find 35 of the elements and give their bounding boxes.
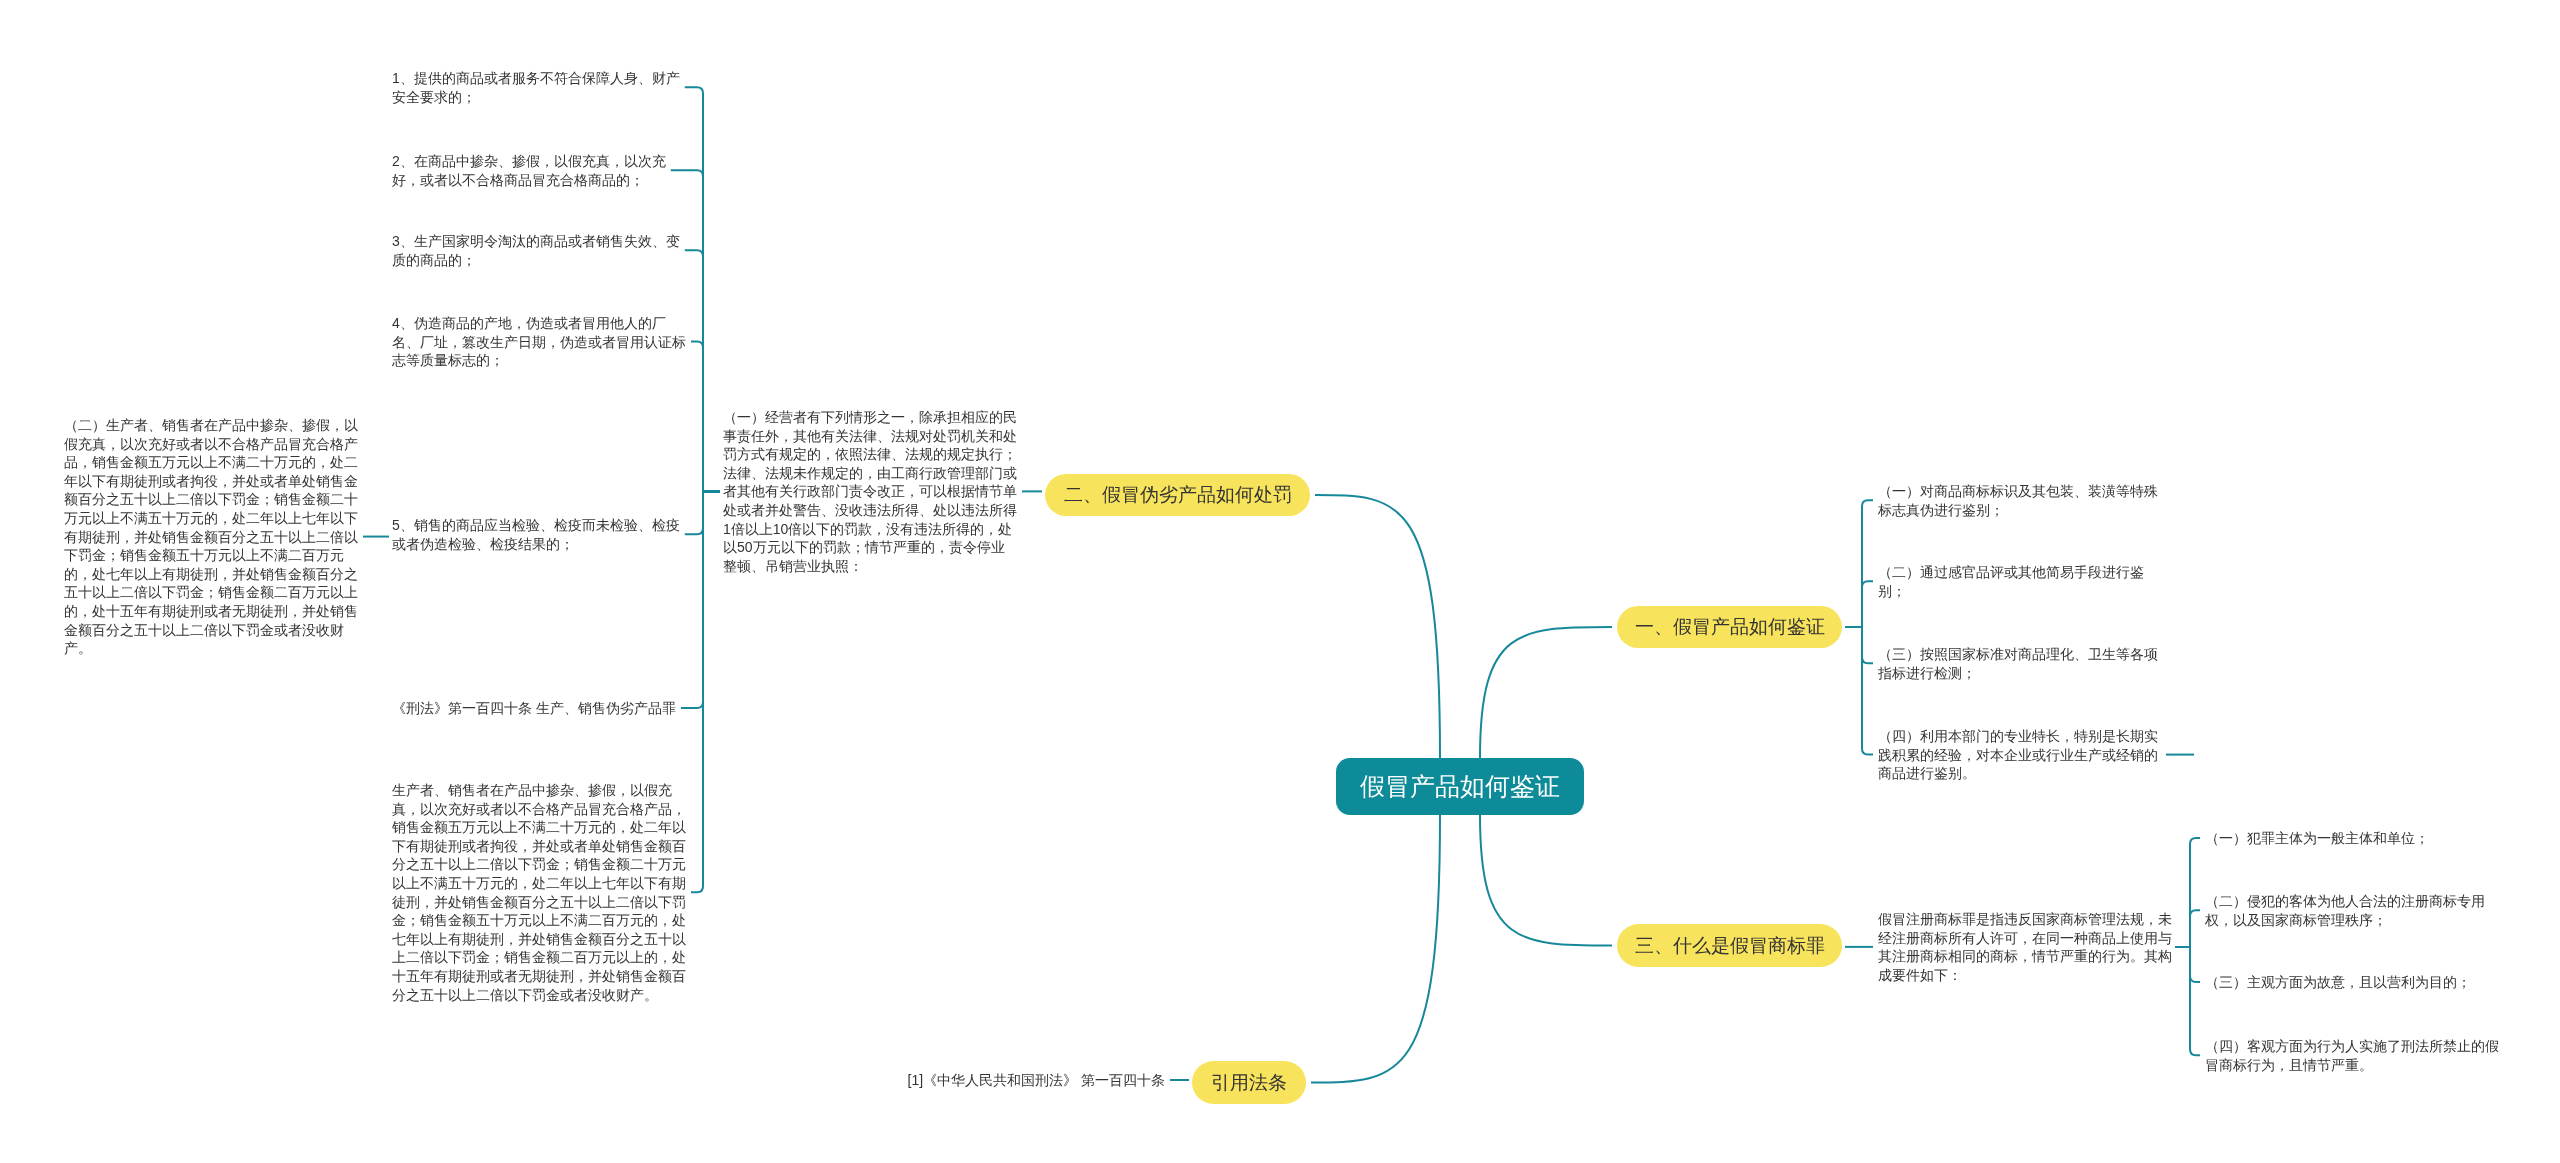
leaf-text: 《刑法》第一百四十条 生产、销售伪劣产品罪 xyxy=(392,699,688,718)
connector-line xyxy=(1314,494,1441,759)
leaf-text: 2、在商品中掺杂、掺假，以假充真，以次充好，或者以不合格商品冒充合格商品的； xyxy=(392,152,688,190)
leaf-text: 假冒注册商标罪是指违反国家商标管理法规，未经注册商标所有人许可，在同一种商品上使用与其注册商标相同的商标，情节严重的行为。其构成要件如下： xyxy=(1878,910,2174,985)
leaf-text: （三）按照国家标准对商品理化、卫生等各项指标进行检测； xyxy=(1878,645,2170,683)
leaf-text: （二）侵犯的客体为他人合法的注册商标专用权，以及国家商标管理秩序； xyxy=(2205,892,2505,930)
leaf-text: 3、生产国家明令淘汰的商品或者销售失效、变质的商品的； xyxy=(392,232,688,270)
leaf-text: （一）经营者有下列情形之一，除承担相应的民事责任外，其他有关法律、法规对处罚机关和处罚方式有规定的，依照法律、法规的规定执行；法律、法规未作规定的，由工商行政管理部门或者其他有关行政部门责令改正，可以根据情节单处或者并处警告、没收违法所得、处以违法所得1倍以上10倍以下的罚款，没有违法所得的，处以50万元以下的罚款；情节严重的，责令停业整顿、吊销营业执照： xyxy=(723,408,1017,576)
leaf-text: （四）利用本部门的专业特长，特别是长期实践积累的经验，对本企业或行业生产或经销的商品进行鉴别。 xyxy=(1878,727,2170,783)
leaf-text: 1、提供的商品或者服务不符合保障人身、财产安全要求的； xyxy=(392,69,688,107)
leaf-text: [1]《中华人民共和国刑法》 第一百四十条 xyxy=(880,1071,1165,1090)
connector-line xyxy=(690,490,721,894)
leaf-text: （一）犯罪主体为一般主体和单位； xyxy=(2205,829,2505,848)
connector-line xyxy=(1844,626,1874,756)
leaf-text: （二）通过感官品评或其他简易手段进行鉴别； xyxy=(1878,563,2170,601)
branch-topic-pill: 三、什么是假冒商标罪 xyxy=(1617,924,1842,967)
connector-line xyxy=(1479,814,1613,947)
leaf-text: （一）对商品商标标识及其包装、装潢等特殊标志真伪进行鉴别； xyxy=(1878,482,2170,520)
leaf-text: 生产者、销售者在产品中掺杂、掺假，以假充真，以次充好或者以不合格产品冒充合格产品，销售金额五万元以上不满二十万元的，处二年以下有期徒刑或者拘役，并处或者单处销售金额百分之五十以上二倍以下罚金；销售金额二十万元以上不满五十万元的，处二年以上七年以下有期徒刑，并处销售金额百分之五十以上二倍以下罚金；销售金额五十万元以上不满二百万元的，处七年以上有期徒刑，并处销售金额百分之五十以上二倍以下罚金；销售金额二百万元以上的，处十五年有期徒刑或者无期徒刑，并处销售金额百分之五十以上二倍以下罚金或者没收财产。 xyxy=(392,781,688,1005)
connector-line xyxy=(1479,626,1613,759)
branch-topic-pill: 一、假冒产品如何鉴证 xyxy=(1617,606,1842,648)
leaf-text: 5、销售的商品应当检验、检疫而未检验、检疫或者伪造检验、检疫结果的； xyxy=(392,516,688,554)
central-topic-box: 假冒产品如何鉴证 xyxy=(1336,758,1584,815)
leaf-text: （三）主观方面为故意，且以营利为目的； xyxy=(2205,973,2505,992)
connector-line xyxy=(362,535,390,538)
connector-line xyxy=(1021,490,1043,493)
leaf-text: （二）生产者、销售者在产品中掺杂、掺假，以假充真，以次充好或者以不合格产品冒充合格产品，销售金额五万元以上不满二十万元的，处二年以下有期徒刑或者拘役，并处或者单处销售金额百分之五十以上二倍以下罚金；销售金额二十万元以上不满五十万元的，处二年以上七年以下有期徒刑，并处销售金额百分之五十以上二倍以下罚金；销售金额五十万元以上不满二百万元的，处七年以上有期徒刑，并处销售金额百分之五十以上二倍以下罚金；销售金额二百万元以上的，处十五年有期徒刑或者无期徒刑，并处销售金额百分之五十以上二倍以下罚金或者没收财产。 xyxy=(64,416,358,658)
connector-line xyxy=(1310,814,1441,1084)
branch-topic-pill: 引用法条 xyxy=(1192,1061,1306,1104)
connector-line xyxy=(2174,945,2201,1057)
connector-line xyxy=(1844,945,1874,948)
leaf-text: （四）客观方面为行为人实施了刑法所禁止的假冒商标行为，且情节严重。 xyxy=(2205,1037,2505,1075)
connector-line xyxy=(1169,1079,1190,1081)
branch-topic-pill: 二、假冒伪劣产品如何处罚 xyxy=(1045,474,1310,516)
leaf-text: 4、伪造商品的产地，伪造或者冒用他人的厂名、厂址，篡改生产日期，伪造或者冒用认证标志等质量标志的； xyxy=(392,314,688,370)
